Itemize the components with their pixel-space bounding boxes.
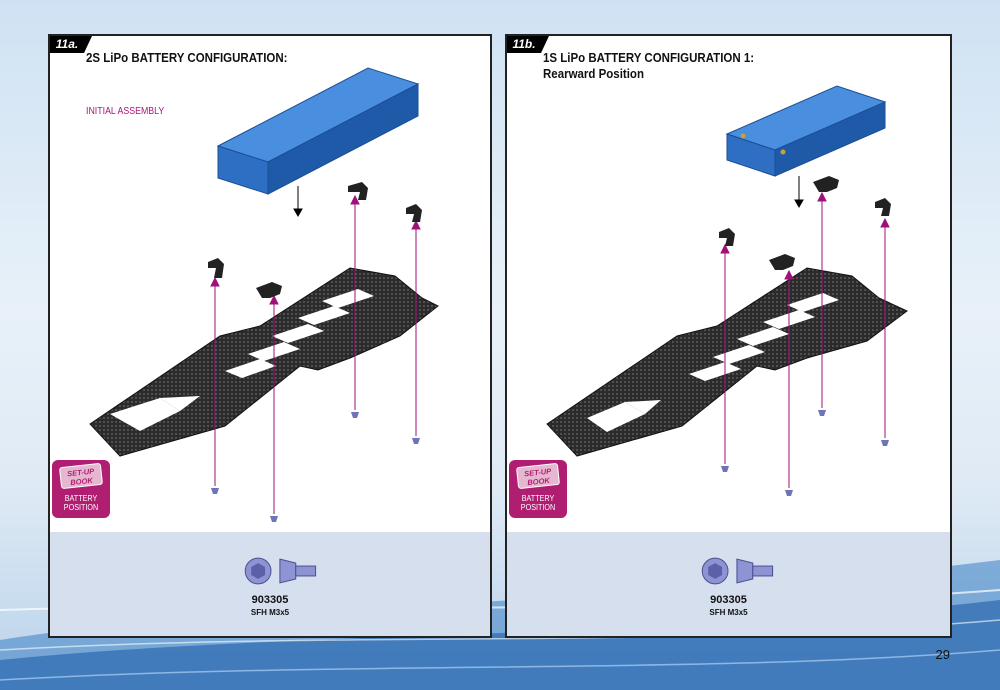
step-title: 2S LiPo BATTERY CONFIGURATION: <box>86 50 287 66</box>
title-line: 2S LiPo BATTERY CONFIGURATION: <box>86 51 288 65</box>
battery-brackets <box>208 182 422 298</box>
step-panel-11a: 11a. 2S LiPo BATTERY CONFIGURATION: INIT… <box>48 34 492 638</box>
setup-label-line2: POSITION <box>63 503 99 512</box>
step-panel-11b: 11b. 1S LiPo BATTERY CONFIGURATION 1: Re… <box>505 34 952 638</box>
setup-book-icon: SET-UP BOOK <box>58 462 104 490</box>
screws <box>721 410 889 496</box>
part-description: SFH M3x5 <box>709 608 748 617</box>
parts-list: 903305 SFH M3x5 <box>507 532 950 636</box>
setup-book-icon: SET-UP BOOK <box>515 462 561 490</box>
screw-icon <box>244 557 317 585</box>
screw-arrows <box>210 194 421 514</box>
screw-arrows <box>720 191 890 488</box>
screw-icon <box>701 557 774 585</box>
battery-pack <box>216 67 420 195</box>
part-description: SFH M3x5 <box>250 608 290 617</box>
assembly-illustration <box>89 67 439 522</box>
title-line: 1S LiPo BATTERY CONFIGURATION 1: <box>543 51 755 65</box>
title-subline: Rearward Position <box>543 67 644 81</box>
step-number: 11b. <box>507 36 549 53</box>
setup-book-badge: SET-UP BOOK BATTERY POSITION <box>52 460 110 518</box>
screws <box>211 412 420 522</box>
chassis-plate <box>546 267 908 457</box>
setup-label-line1: BATTERY <box>521 494 555 503</box>
page-number: 29 <box>935 647 950 662</box>
assembly-note: INITIAL ASSEMBLY <box>86 106 165 117</box>
step-title: 1S LiPo BATTERY CONFIGURATION 1: Rearwar… <box>543 50 754 82</box>
step-number: 11a. <box>50 36 92 53</box>
battery-brackets <box>719 176 891 270</box>
part-number: 903305 <box>710 594 747 606</box>
setup-label-line1: BATTERY <box>64 494 98 503</box>
assembly-illustration <box>546 85 908 496</box>
setup-book-label: BATTERY POSITION <box>512 494 564 512</box>
battery-arrow <box>794 176 804 209</box>
setup-label-line2: POSITION <box>520 503 556 512</box>
battery-pack <box>725 85 887 177</box>
setup-book-label: BATTERY POSITION <box>55 494 107 512</box>
battery-arrow <box>293 186 303 218</box>
setup-book-badge: SET-UP BOOK BATTERY POSITION <box>509 460 567 518</box>
part-number: 903305 <box>251 594 289 606</box>
parts-list: 903305 SFH M3x5 <box>50 532 490 636</box>
